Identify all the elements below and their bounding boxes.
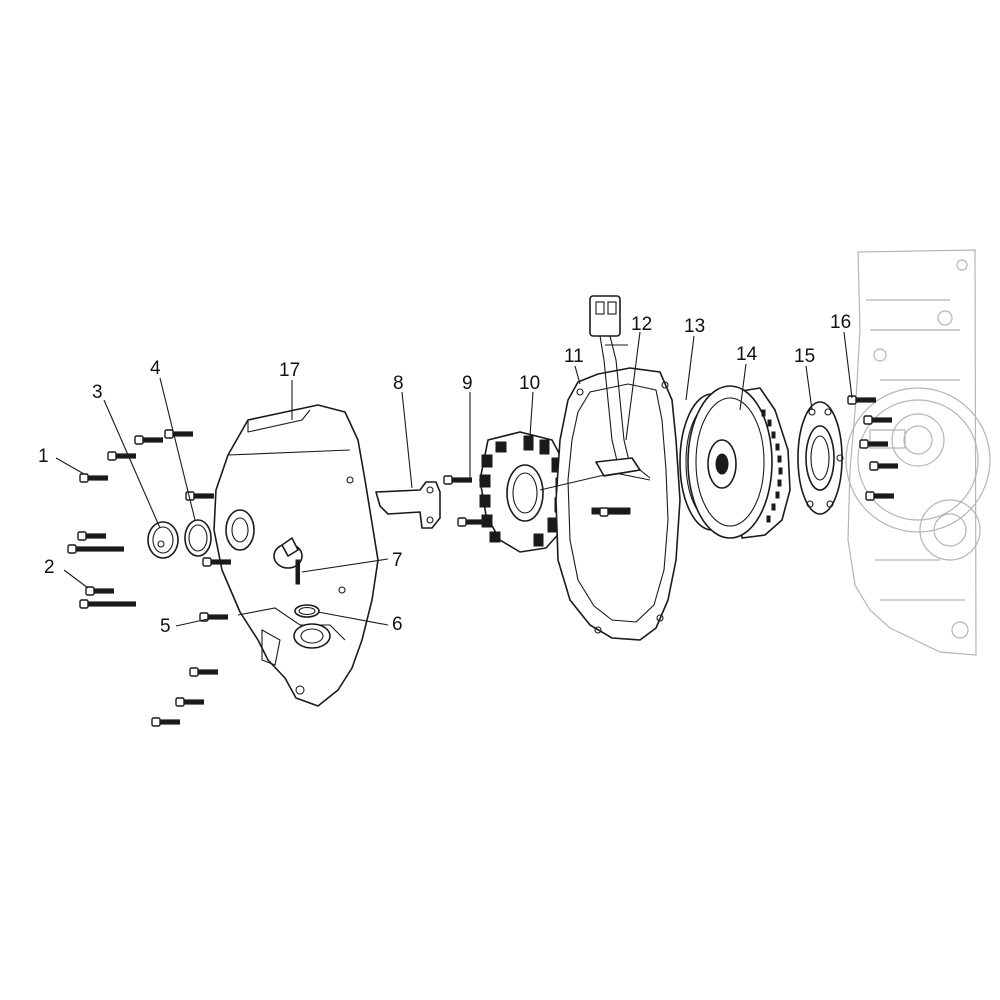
stator-part-10 xyxy=(479,431,571,553)
bolt xyxy=(164,429,194,439)
callout-1: 1 xyxy=(38,446,49,467)
bolt xyxy=(67,544,125,554)
gasket-ring-part-4 xyxy=(184,519,212,557)
plug-part-7 xyxy=(273,537,303,585)
flywheel-part-14 xyxy=(687,385,791,539)
bracket-part-8 xyxy=(375,481,441,529)
bolt-part-9 xyxy=(443,475,473,485)
callout-12: 12 xyxy=(631,314,652,335)
callout-5: 5 xyxy=(160,616,171,637)
callout-10: 10 xyxy=(519,373,540,394)
callout-13: 13 xyxy=(684,316,705,337)
leader-lines xyxy=(55,331,853,627)
bolt xyxy=(107,451,137,461)
callout-14: 14 xyxy=(736,344,758,365)
seal-plug-part-3 xyxy=(147,521,179,559)
callout-4: 4 xyxy=(150,358,161,379)
callout-9: 9 xyxy=(462,373,473,394)
bolt xyxy=(151,717,181,727)
callout-3: 3 xyxy=(92,382,103,403)
callout-15: 15 xyxy=(794,346,815,367)
callout-labels: 1 2 3 4 5 6 7 8 9 10 11 12 13 14 15 16 1… xyxy=(38,312,851,637)
bolt-part-1 xyxy=(79,473,109,483)
callout-7: 7 xyxy=(392,550,403,571)
callout-8: 8 xyxy=(393,373,404,394)
bolt xyxy=(79,599,137,609)
gasket-part-11 xyxy=(555,367,681,641)
o-ring-part-6 xyxy=(294,604,320,618)
bolt xyxy=(134,435,164,445)
callout-17: 17 xyxy=(279,360,300,381)
bolt xyxy=(77,531,107,541)
callout-11: 11 xyxy=(564,346,584,367)
bolt-part-2 xyxy=(85,586,115,596)
starter-clutch-part-15 xyxy=(797,401,844,515)
bolt xyxy=(175,697,205,707)
engine-block-ghost xyxy=(845,249,991,656)
wiring-connector-part-12 xyxy=(539,295,651,491)
callout-16: 16 xyxy=(830,312,851,333)
callout-6: 6 xyxy=(392,614,403,635)
callout-2: 2 xyxy=(44,557,55,578)
bolt xyxy=(189,667,219,677)
